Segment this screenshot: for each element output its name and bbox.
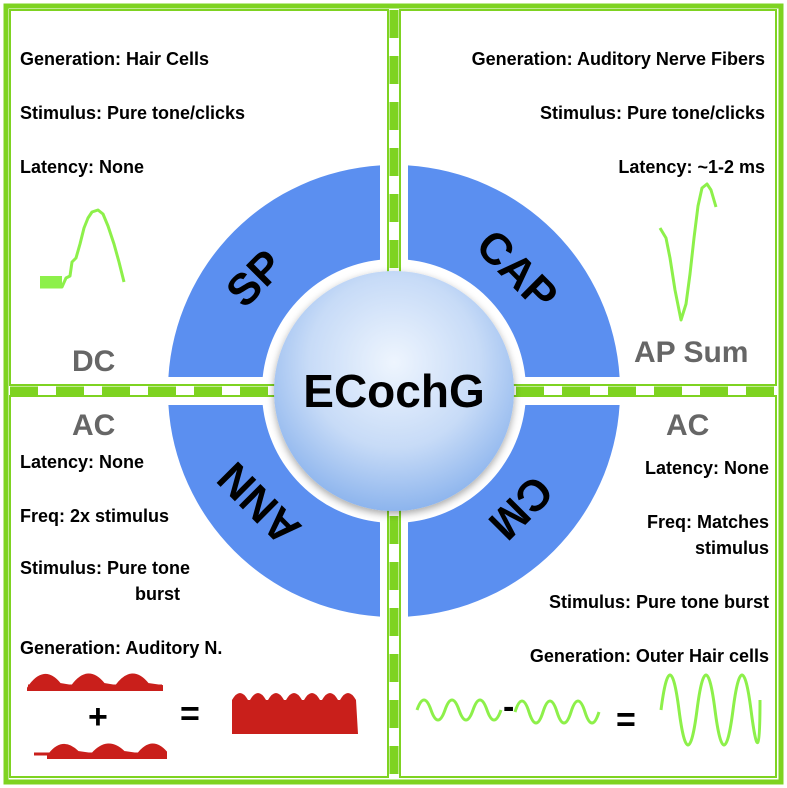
sp-waveform — [40, 208, 126, 289]
segment-cap — [408, 165, 620, 377]
ann-freq: Freq: 2x stimulus — [20, 506, 170, 526]
segment-sp — [168, 165, 380, 377]
red-wave-top — [27, 673, 163, 691]
red-wave-bottom — [47, 743, 167, 759]
quadrant-label-ac-right: AC — [666, 409, 710, 442]
segment-ann — [168, 405, 380, 617]
sp-latency: Latency: None — [20, 157, 145, 177]
ann-red-waves — [27, 673, 358, 759]
cm-generation: Generation: Outer Hair cells — [529, 646, 769, 666]
quadrant-label-dc: DC — [72, 345, 116, 378]
cm-latency: Latency: None — [644, 458, 769, 478]
equals-operator-right: = — [616, 701, 636, 739]
cap-waveform — [658, 182, 718, 322]
cap-stimulus: Stimulus: Pure tone/clicks — [539, 103, 765, 123]
center-label: ECochG — [303, 365, 485, 417]
plus-operator: + — [88, 698, 108, 736]
red-wave-result — [232, 693, 358, 734]
inner-frame-top-left — [9, 9, 389, 386]
inner-frame-top-right — [399, 9, 777, 386]
inner-frame-bottom-right — [399, 395, 777, 778]
green-wave-1 — [415, 698, 503, 722]
minus-operator: - — [503, 688, 515, 726]
cm-freq-line2: stimulus — [694, 538, 769, 558]
cap-generation: Generation: Auditory Nerve Fibers — [471, 49, 765, 69]
outer-frame — [3, 3, 784, 785]
quadrant-label-ac-left: AC — [72, 409, 116, 442]
cm-stimulus: Stimulus: Pure tone burst — [548, 592, 769, 612]
inner-frame-bottom-left — [9, 395, 389, 778]
green-wave-2 — [513, 699, 601, 725]
ann-generation: Generation: Auditory N. — [20, 638, 223, 658]
center-disc — [274, 271, 514, 511]
sp-waveform-base — [40, 276, 62, 288]
blue-ring — [168, 165, 620, 617]
sp-generation: Generation: Hair Cells — [20, 49, 210, 69]
cm-green-waves — [415, 673, 762, 747]
quadrant-label-ap-sum: AP Sum — [634, 336, 749, 369]
ann-stimulus-line2: burst — [135, 584, 180, 604]
sp-stimulus: Stimulus: Pure tone/clicks — [20, 103, 246, 123]
ann-stimulus-line1: Stimulus: Pure tone — [20, 558, 191, 578]
cap-latency: Latency: ~1-2 ms — [618, 157, 765, 177]
segment-cm — [408, 405, 620, 617]
equals-operator-left: = — [180, 695, 200, 733]
cm-freq-line1: Freq: Matches — [646, 512, 769, 532]
green-wave-3 — [659, 673, 762, 747]
ann-latency: Latency: None — [20, 452, 145, 472]
